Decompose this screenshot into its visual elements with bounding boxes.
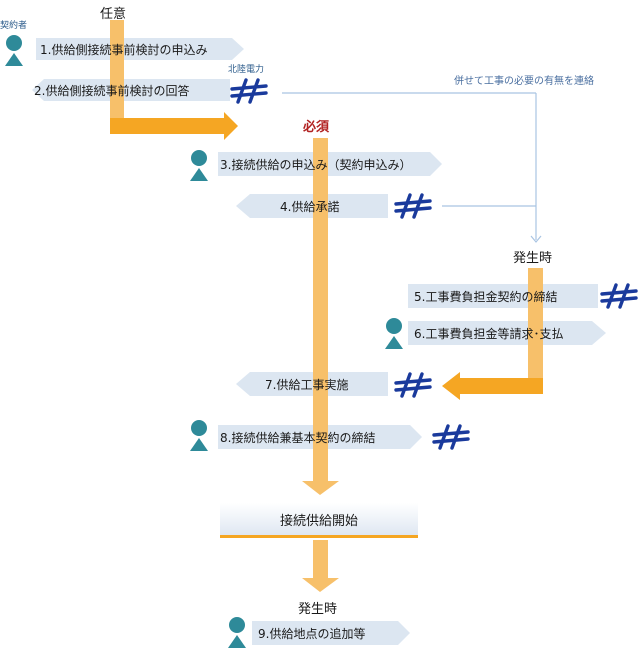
- hokuriku-logo-icon: [394, 372, 432, 398]
- step-5-label: 5.工事費負担金契約の締結: [414, 290, 558, 304]
- step-8-label: 8.接続供給兼基本契約の締結: [220, 431, 376, 445]
- hokuriku-logo-icon: [600, 283, 638, 309]
- contractor-label: 契約者: [0, 21, 28, 31]
- required-to-start-arrowhead: [302, 481, 339, 495]
- person-icon: [385, 318, 403, 349]
- step-banner-5: [408, 284, 598, 308]
- start-box-label: 接続供給開始: [279, 513, 358, 529]
- heading-on-occurrence-2: 発生時: [298, 602, 338, 617]
- step-7-label: 7.供給工事実施: [265, 378, 349, 392]
- hokuriku-logo-icon: [394, 193, 432, 219]
- optional-flow-bar: [110, 20, 124, 118]
- step-3-label: 3.接続供給の申込み（契約申込み）: [220, 158, 412, 172]
- step-4-label: 4.供給承諾: [280, 200, 340, 214]
- hokuriku-logo-icon: [432, 424, 470, 450]
- occurrence-flow-bar: [528, 268, 543, 394]
- hokuriku-label: 北陸電力: [228, 65, 265, 75]
- heading-required: 必須: [303, 120, 330, 135]
- step-banner-6: [408, 321, 606, 345]
- heading-optional: 任意: [100, 7, 127, 22]
- note-arrowhead: [530, 235, 542, 243]
- occurrence-arrow-horizontal: [460, 378, 543, 394]
- heading-on-occurrence-1: 発生時: [513, 251, 553, 266]
- optional-to-required-arrow: [110, 112, 238, 140]
- step-banner-4: [236, 194, 388, 218]
- step-banner-9: [252, 621, 410, 645]
- hokuriku-logo-icon: [230, 78, 268, 104]
- person-icon: [190, 150, 208, 181]
- step-banner-3: [218, 152, 442, 176]
- required-flow-bar: [313, 138, 328, 481]
- person-icon: [190, 420, 208, 451]
- step-6-label: 6.工事費負担金等請求･支払: [414, 327, 564, 341]
- step-2-label: 2.供給側接続事前検討の回答: [34, 84, 190, 98]
- step-banner-2: [32, 79, 230, 101]
- person-icon: [5, 35, 23, 66]
- step-banner-1: [36, 38, 244, 60]
- step-1-label: 1.供給側接続事前検討の申込み: [40, 43, 208, 57]
- after-start-arrowhead: [302, 578, 339, 592]
- step-banner-7: [236, 372, 388, 396]
- note-text: 併せて工事の必要の有無を連絡: [454, 76, 594, 87]
- start-box: 接続供給開始: [220, 503, 418, 538]
- person-icon: [228, 617, 246, 648]
- step-9-label: 9.供給地点の追加等: [258, 627, 366, 641]
- after-start-flow-bar: [313, 540, 328, 578]
